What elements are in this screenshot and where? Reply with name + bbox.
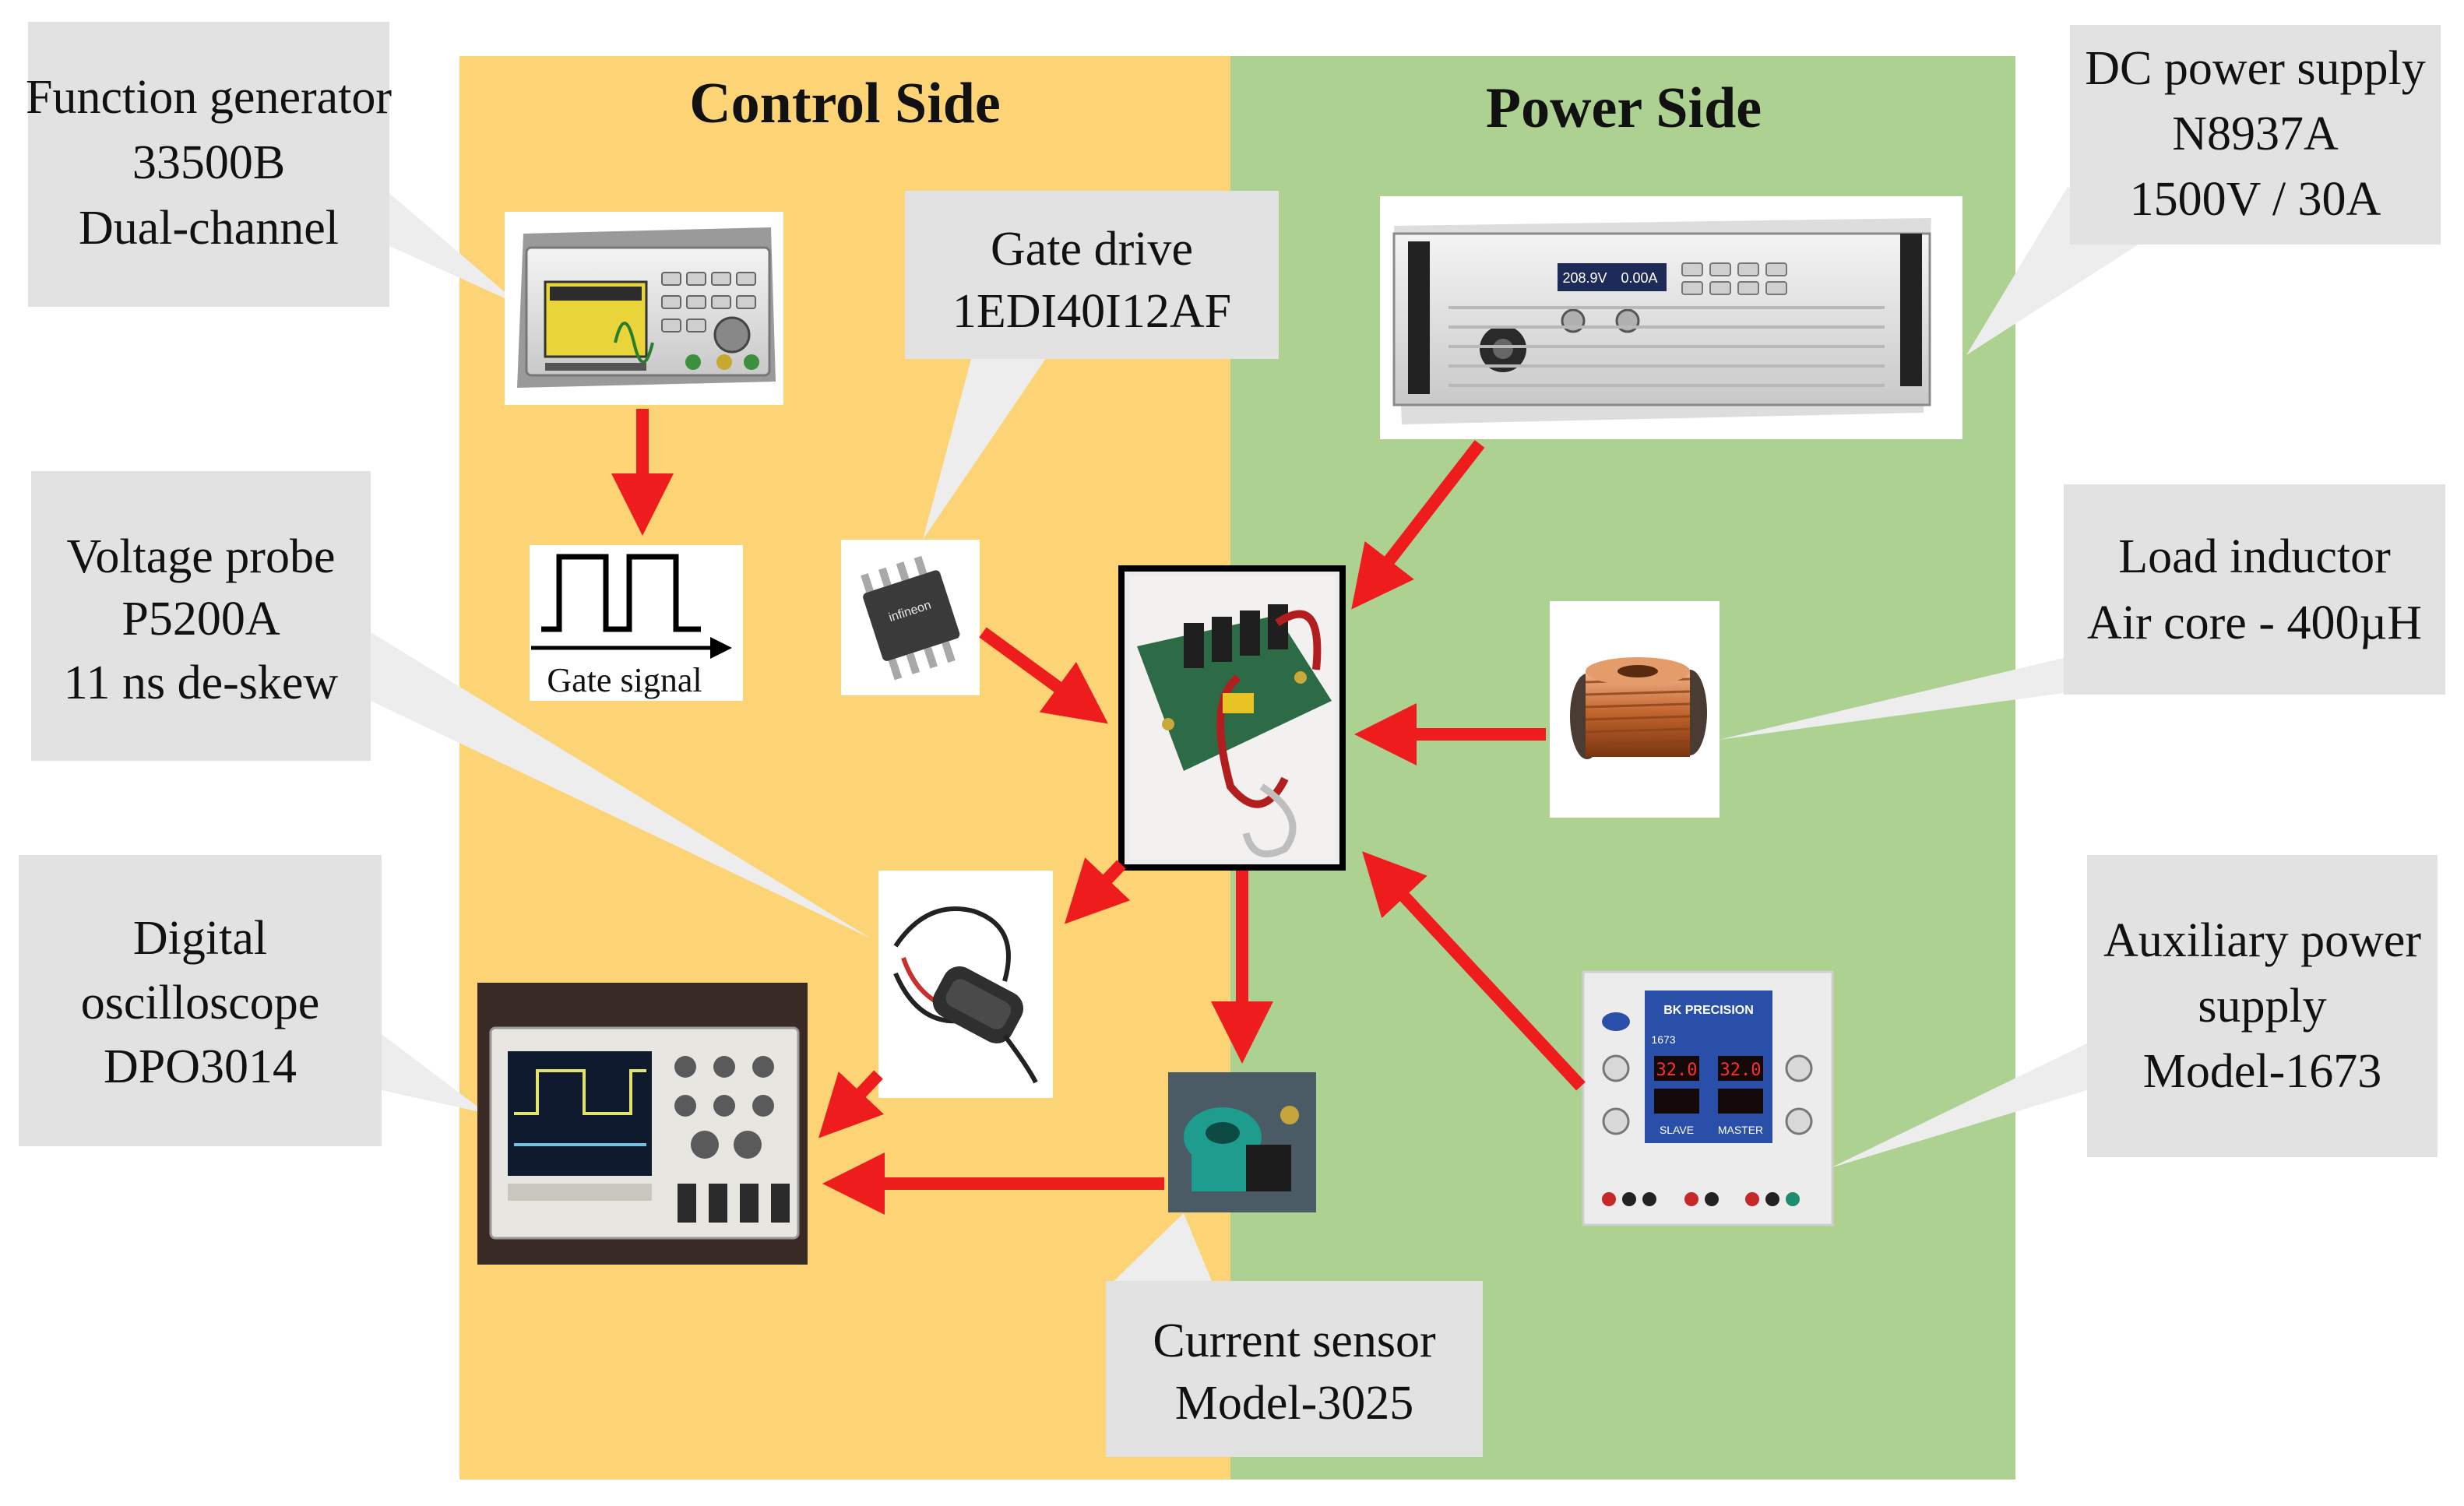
svg-text:Air core - 400µH: Air core - 400µH — [2087, 596, 2422, 649]
current-sensor-image — [1168, 1072, 1316, 1212]
load-inductor-image — [1550, 601, 1720, 818]
auxiliary-power-supply-image: BK PRECISION 1673 32.0 32.0 SLAVE MASTER — [1582, 970, 1834, 1226]
power-side-title: Power Side — [1486, 76, 1762, 140]
svg-text:11 ns de-skew: 11 ns de-skew — [64, 656, 339, 709]
svg-text:1673: 1673 — [1651, 1033, 1675, 1046]
svg-text:0.00A: 0.00A — [1621, 270, 1657, 286]
arrow-dc-supply-to-board — [1351, 440, 1485, 610]
svg-text:SLAVE: SLAVE — [1660, 1124, 1694, 1136]
gate-signal-label: Gate signal — [547, 661, 702, 699]
svg-text:DC power supply: DC power supply — [2085, 42, 2425, 95]
current-sensor-pointer — [1106, 1213, 1215, 1289]
svg-text:Current sensor: Current sensor — [1153, 1314, 1436, 1367]
svg-text:Auxiliary power: Auxiliary power — [2103, 914, 2421, 967]
svg-text:33500B: 33500B — [132, 136, 285, 189]
load-inductor-pointer — [1719, 658, 2064, 740]
device-under-test-board — [1118, 565, 1346, 871]
control-side-title: Control Side — [689, 72, 1001, 135]
svg-text:MASTER: MASTER — [1718, 1124, 1763, 1136]
load-inductor-callout: Load inductor Air core - 400µH — [2064, 484, 2445, 695]
svg-text:Model-1673: Model-1673 — [2143, 1045, 2382, 1098]
arrow-voltage-probe-to-oscilloscope — [818, 1070, 885, 1138]
svg-text:208.9V: 208.9V — [1562, 270, 1607, 286]
svg-text:1500V / 30A: 1500V / 30A — [2130, 173, 2381, 226]
dc-power-supply-image: 208.9V 0.00A — [1380, 196, 1962, 439]
svg-text:Model-3025: Model-3025 — [1175, 1377, 1414, 1430]
svg-text:Gate drive: Gate drive — [991, 223, 1193, 276]
svg-text:Voltage probe: Voltage probe — [67, 530, 336, 583]
svg-text:DPO3014: DPO3014 — [104, 1040, 297, 1093]
gate-drive-chip-image: infineon — [841, 540, 980, 695]
auxiliary-power-supply-callout: Auxiliary power supply Model-1673 — [2087, 855, 2438, 1157]
svg-text:supply: supply — [2198, 980, 2326, 1033]
digital-oscilloscope-callout: Digital oscilloscope DPO3014 — [19, 855, 382, 1146]
arrow-board-to-voltage-probe — [1064, 857, 1131, 924]
svg-text:1EDI40I12AF: 1EDI40I12AF — [952, 285, 1231, 338]
gate-drive-callout: Gate drive 1EDI40I12AF — [905, 191, 1279, 359]
svg-text:32.0: 32.0 — [1656, 1061, 1698, 1080]
arrow-gate-drive-to-board — [979, 627, 1108, 724]
connection-arrows — [611, 409, 1586, 1215]
voltage-probe-pointer — [371, 632, 871, 938]
function-generator-pointer — [380, 185, 520, 305]
voltage-probe-image — [878, 871, 1053, 1098]
svg-text:32.0: 32.0 — [1720, 1061, 1762, 1080]
svg-text:P5200A: P5200A — [121, 593, 280, 646]
dc-power-supply-callout: DC power supply N8937A 1500V / 30A — [2070, 25, 2441, 245]
svg-text:Digital: Digital — [133, 912, 267, 965]
gate-drive-pointer — [923, 350, 1051, 540]
svg-text:oscilloscope: oscilloscope — [81, 976, 320, 1029]
svg-text:N8937A: N8937A — [2172, 107, 2339, 160]
auxiliary-power-pointer — [1830, 1043, 2087, 1168]
gate-signal-box: Gate signal — [530, 545, 743, 701]
digital-oscilloscope-pointer — [382, 1034, 487, 1114]
digital-oscilloscope-image — [477, 983, 808, 1265]
svg-text:Dual-channel: Dual-channel — [79, 202, 339, 255]
current-sensor-callout: Current sensor Model-3025 — [1106, 1281, 1483, 1457]
svg-text:Function generator: Function generator — [26, 71, 392, 124]
function-generator-image — [505, 212, 783, 405]
function-generator-callout: Function generator 33500B Dual-channel — [26, 22, 392, 307]
svg-text:Load inductor: Load inductor — [2118, 530, 2391, 583]
svg-text:BK PRECISION: BK PRECISION — [1663, 1004, 1754, 1017]
arrow-aux-supply-to-board — [1362, 851, 1586, 1091]
voltage-probe-callout: Voltage probe P5200A 11 ns de-skew — [31, 471, 371, 761]
